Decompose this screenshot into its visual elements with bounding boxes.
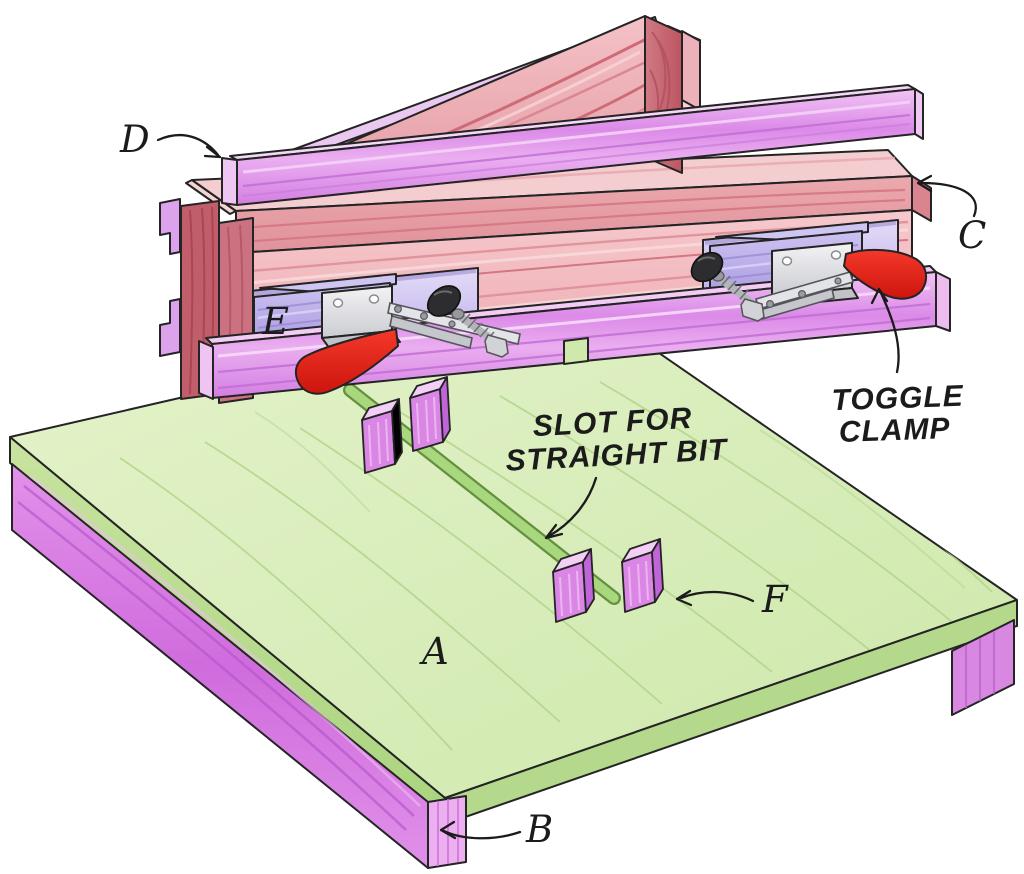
label-f: F [761, 578, 789, 621]
clamp-handle-left [294, 328, 399, 395]
annotation-slot: SLOT FOR STRAIGHT BIT [505, 402, 730, 540]
label-c: C [958, 214, 986, 257]
label-d: D [119, 118, 150, 161]
clamp-spindle-left [426, 285, 509, 358]
back-rail-end-top [159, 198, 181, 255]
fence-cap [185, 149, 932, 254]
guide-rail-end-left [221, 157, 238, 206]
stop-block-2 [409, 376, 451, 452]
clamp-spindle-right [690, 251, 765, 322]
guide-rail-end-right [914, 88, 924, 140]
slot-arrow [547, 476, 598, 538]
toggle-clamp-left [294, 285, 521, 395]
stop-blocks [361, 376, 664, 623]
stop-block-1 [361, 398, 403, 474]
back-rail-end-bottom [159, 298, 181, 357]
label-a: A [419, 630, 449, 673]
annotation-toggle-clamp: TOGGLE CLAMP [831, 287, 964, 449]
bottom-rail-end-right [935, 271, 951, 332]
base-top-face [9, 303, 1018, 799]
toggle-clamp-arrow [879, 291, 900, 374]
label-c-arrow [919, 181, 977, 218]
edge-cleat-left [11, 463, 467, 869]
label-f-arrow [679, 590, 755, 603]
clamp-handle-right [843, 248, 928, 300]
label-e: E [261, 300, 289, 343]
fence-assembly [159, 15, 951, 404]
svg-text:CLAMP: CLAMP [838, 412, 951, 449]
label-b: B [525, 808, 553, 851]
bit-slot-notch [563, 337, 589, 365]
annotation-layer: D C E A B F SLOT FOR STRAIGHT BIT TOGGLE… [119, 118, 986, 851]
stop-block-3 [552, 548, 595, 623]
edge-cleat-right [951, 619, 1015, 716]
spindle-nut-right [740, 298, 765, 322]
label-b-arrow [442, 829, 522, 840]
stop-block-4 [621, 538, 664, 613]
toggle-clamp-right [690, 242, 928, 322]
bottom-rail-end-left [198, 340, 214, 400]
label-d-arrow [156, 134, 220, 157]
backer-board-end [681, 30, 701, 111]
guide-rail-front [221, 84, 924, 206]
spindle-nut-left [484, 334, 509, 358]
svg-text:TOGGLE: TOGGLE [831, 380, 964, 418]
